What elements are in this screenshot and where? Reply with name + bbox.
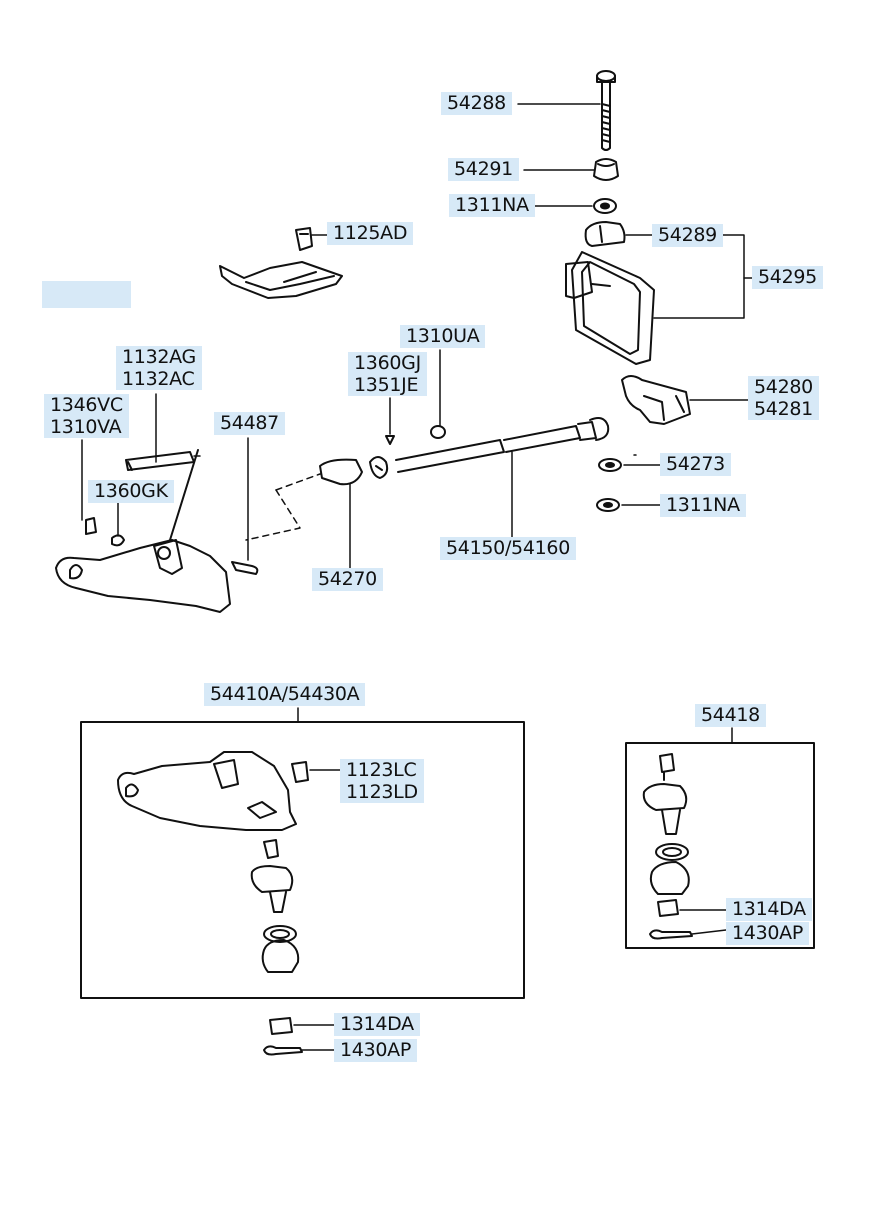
callout-54295[interactable]: 54295 [752,266,823,289]
pin-1430ap-bottom [263,1045,303,1056]
protector-plate [219,261,343,299]
nut-1310ua [430,425,446,439]
callout-1360gj-1351je[interactable]: 1360GJ 1351JE [348,352,427,396]
callout-54487[interactable]: 54487 [214,412,285,435]
callout-54280-54281[interactable]: 54280 54281 [748,376,819,420]
box-54410a [80,721,525,999]
callout-1311na-low[interactable]: 1311NA [660,494,746,517]
bumper-54289 [584,221,626,247]
callout-1346vc: 1346VC [50,394,123,416]
callout-54270[interactable]: 54270 [312,568,383,591]
callout-54289[interactable]: 54289 [652,224,723,247]
callout-1430ap-bottom[interactable]: 1430AP [334,1039,418,1062]
bushing-54291 [593,158,619,181]
callout-54410a-54430a[interactable]: 54410A/54430A [204,683,366,706]
callout-1311na-top[interactable]: 1311NA [449,194,535,217]
washer-54273 [598,458,622,472]
callout-54288[interactable]: 54288 [441,92,512,115]
callout-1314da-right[interactable]: 1314DA [726,898,812,921]
guide-lines [193,455,321,541]
nut-1311na-low [596,498,620,512]
bracket-54280 [621,375,691,425]
callout-1125ad[interactable]: 1125AD [327,222,414,245]
callout-1430ap-right[interactable]: 1430AP [726,922,810,945]
leader-lines [81,103,753,1051]
shaft-54150 [395,417,610,473]
ball-joint-54418 [642,753,693,940]
callout-1360gk[interactable]: 1360GK [88,480,174,503]
callout-1310ua[interactable]: 1310UA [400,325,486,348]
callout-1360gj: 1360GJ [354,352,421,374]
callout-1123lc-1123ld[interactable]: 1123LC 1123LD [340,759,424,803]
nut-1311na-top [593,198,617,214]
upper-arm-box [117,751,309,973]
upper-arm-top [55,449,259,613]
box-54418 [625,742,815,949]
callout-54281: 54281 [754,398,813,420]
nut-1314da-bottom [269,1017,293,1035]
callout-54418[interactable]: 54418 [695,704,766,727]
callout-54273[interactable]: 54273 [660,453,731,476]
callout-1314da-bottom[interactable]: 1314DA [334,1013,420,1036]
callout-1310va: 1310VA [50,416,122,438]
callout-1346vc-1310va[interactable]: 1346VC 1310VA [44,394,129,438]
callout-1132ag: 1132AG [122,346,196,368]
callout-54150-54160[interactable]: 54150/54160 [440,537,576,560]
callout-1123ld: 1123LD [346,781,418,803]
callout-1123lc: 1123LC [346,759,417,781]
callout-1132ag-1132ac[interactable]: 1132AG 1132AC [116,346,202,390]
callout-54280: 54280 [754,376,813,398]
washer-1360gj [385,435,395,445]
callout-1351je: 1351JE [354,374,419,396]
blank-label [42,281,131,308]
bolt-1125ad [295,227,313,251]
bracket-54295 [565,251,655,365]
bushing-54270 [319,456,389,486]
callout-1132ac: 1132AC [122,368,195,390]
callout-54291[interactable]: 54291 [448,158,519,181]
bolt-54288 [596,70,616,151]
